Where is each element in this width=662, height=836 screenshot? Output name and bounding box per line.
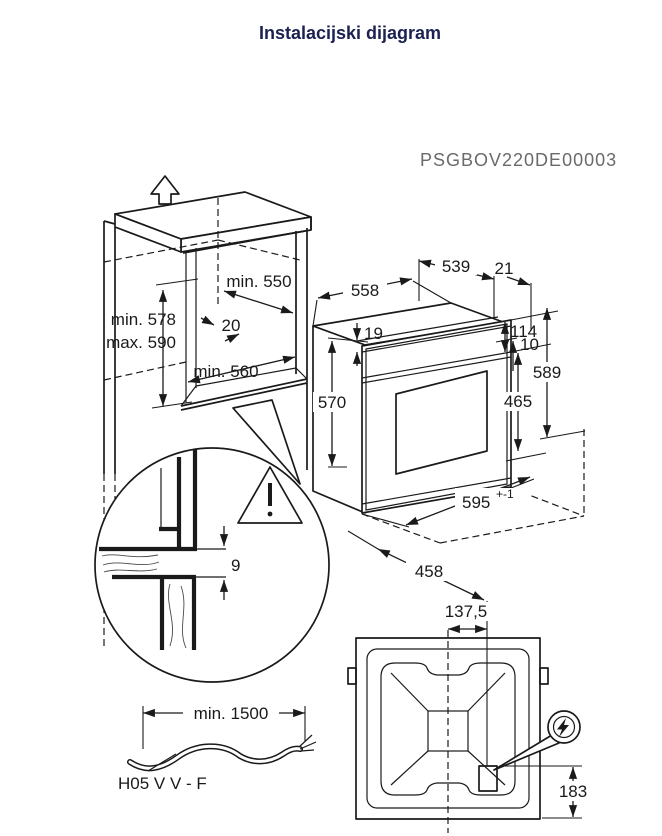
cable-icon xyxy=(127,734,317,772)
cable-type-label: H05 V V - F xyxy=(118,774,207,793)
up-arrow-icon xyxy=(150,175,180,205)
dim-niche-depth: min. 550 xyxy=(223,272,294,314)
dim-front-height-label: 589 xyxy=(533,363,561,382)
dim-top-clearance-label: 19 xyxy=(364,324,383,343)
dim-rail-width: 20 xyxy=(200,315,241,344)
dim-niche-height: min. 578 max. 590 xyxy=(106,278,199,409)
dim-cable-length-label: min. 1500 xyxy=(194,704,269,723)
dim-mounting-gap-label: 9 xyxy=(231,556,240,575)
dim-mounting-gap: 9 xyxy=(219,526,240,600)
dim-top-gap-label: 10 xyxy=(520,335,539,354)
dim-body-height-label: 570 xyxy=(318,393,346,412)
dim-connection-offset-x: 137,5 xyxy=(440,602,492,634)
dim-connection-offset-y: 183 xyxy=(499,765,593,819)
mounting-detail-callout: 9 xyxy=(94,399,330,683)
mounting-detail-section xyxy=(99,449,226,650)
dim-niche-depth-label: min. 550 xyxy=(226,272,291,291)
dim-niche-height-min-label: min. 578 xyxy=(111,310,176,329)
dim-front-width-tolerance-label: +-1 xyxy=(496,487,514,501)
dim-door-height-label: 465 xyxy=(504,392,532,411)
warning-icon xyxy=(237,466,303,524)
page-title: Instalacijski dijagram xyxy=(259,23,441,43)
oven-drawing: 558 539 21 19 114 10 589 465 570 595 +-1… xyxy=(312,256,586,766)
electrical-connection-icon xyxy=(493,710,581,771)
dim-connection-offset-x-label: 137,5 xyxy=(445,602,488,621)
dim-panel-height-label: 114 xyxy=(510,322,537,341)
bottom-view-outline xyxy=(347,630,549,833)
bottom-view-drawing: 137,5 183 xyxy=(347,602,593,833)
power-cable-drawing: min. 1500 H05 V V - F xyxy=(118,701,317,793)
dim-door-protrusion-label: 21 xyxy=(495,259,514,278)
dim-body-depth-label: 539 xyxy=(442,257,470,276)
dim-niche-width: min. 560 xyxy=(187,355,296,384)
drawing-code: PSGBOV220DE00003 xyxy=(420,150,617,170)
lightning-bolt-icon xyxy=(557,718,569,737)
dim-floor-depth-label: 458 xyxy=(415,562,443,581)
cabinet-drawing: min. 550 20 min. 578 max. 590 min. 560 xyxy=(103,175,312,648)
dim-connection-offset-y-label: 183 xyxy=(559,782,587,801)
dim-front-width-label: 595 xyxy=(462,493,490,512)
dim-niche-height-max-label: max. 590 xyxy=(106,333,176,352)
dim-rail-width-label: 20 xyxy=(222,316,241,335)
dim-body-width-label: 558 xyxy=(351,281,379,300)
